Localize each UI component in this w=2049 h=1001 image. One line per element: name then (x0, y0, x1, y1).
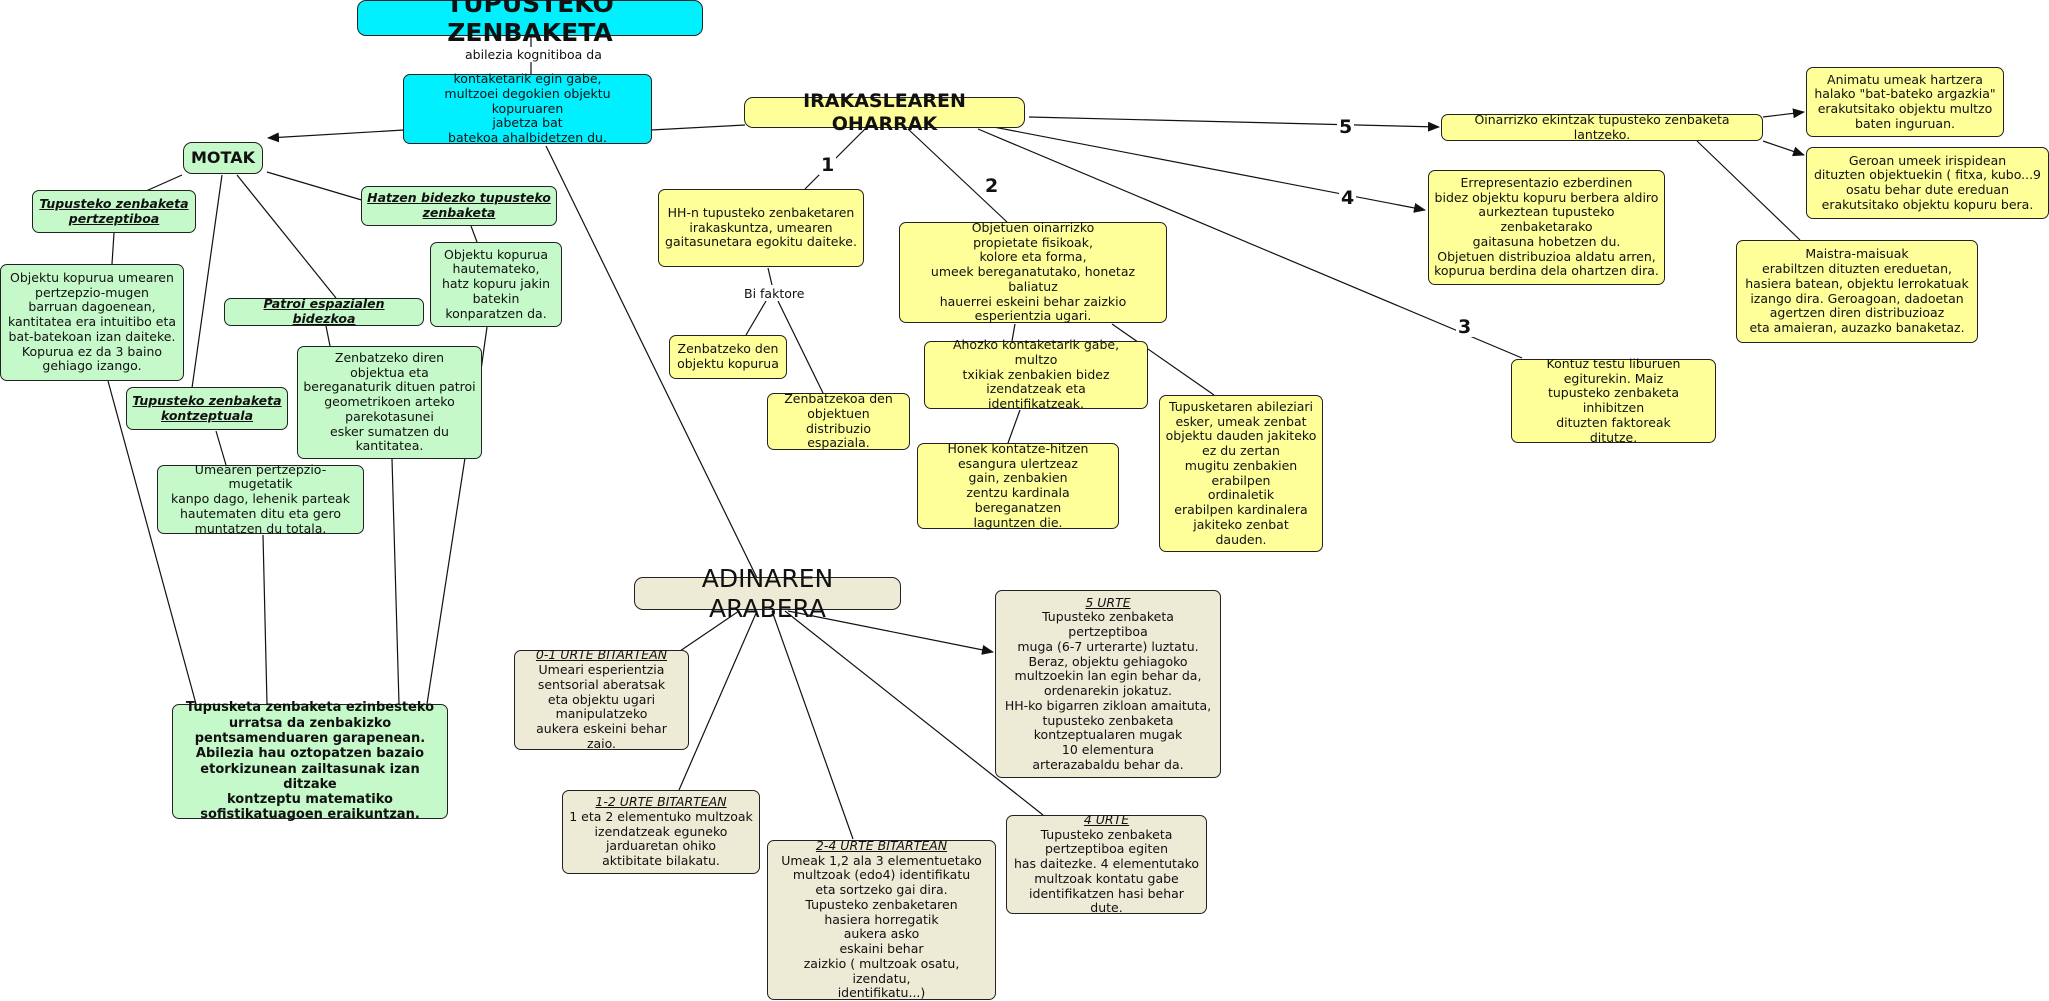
definition-node[interactable]: kontaketarik egin gabe, multzoei degokie… (403, 71, 652, 145)
kopurua-node[interactable]: Zenbatzeko den objektu kopurua (669, 335, 787, 379)
type-hatzen[interactable]: Hatzen bidezko tupusteko zenbaketa (361, 186, 557, 226)
irakaslearen-oharrak[interactable]: IRAKASLEAREN OHARRAK (744, 90, 1025, 135)
type-kontzeptuala[interactable]: Tupusteko zenbaketa kontzeptuala (126, 387, 288, 430)
branch-number-5: 5 (1337, 116, 1355, 138)
maistra-node[interactable]: Maistra-maisuak erabiltzen dituzten ered… (1736, 240, 1978, 343)
branch-number-1: 1 (819, 154, 837, 176)
ezinbesteko-node[interactable]: Tupusketa zenbaketa ezinbesteko urratsa … (172, 700, 448, 822)
branch-number-2: 2 (983, 175, 1001, 197)
label-abilezia: abilezia kognitiboa da (463, 47, 604, 62)
kontzeptuala-desc[interactable]: Umearen pertzepzio-mugetatik kanpo dago,… (157, 462, 364, 535)
type-pertzeptiboa[interactable]: Tupusteko zenbaketa pertzeptiboa (32, 190, 196, 233)
label-bi-faktore: Bi faktore (742, 286, 807, 301)
hh-node[interactable]: HH-n tupusteko zenbaketaren irakaskuntza… (658, 189, 864, 267)
honek-node[interactable]: Honek kontatze-hitzen esangura ulertzeaz… (917, 441, 1119, 529)
errepresentazio-node[interactable]: Errepresentazio ezberdinen bidez objektu… (1428, 170, 1665, 285)
patroi-desc[interactable]: Zenbatzeko diren objektua eta bereganatu… (297, 346, 482, 459)
pertzeptiboa-desc[interactable]: Objektu kopurua umearen pertzepzio-mugen… (0, 264, 184, 381)
adinaren-arabera[interactable]: ADINAREN ARABERA (634, 564, 901, 623)
type-patroi[interactable]: Patroi espazialen bidezkoa (224, 296, 424, 326)
branch-number-3: 3 (1456, 316, 1474, 338)
hatzen-desc[interactable]: Objektu kopurua hautemateko, hatz kopuru… (430, 242, 562, 327)
branch-number-4: 4 (1339, 187, 1357, 209)
main-title[interactable]: TUPUSTEKO ZENBAKETA (357, 0, 703, 47)
oinarrizko-node[interactable]: Objetuen oinarrizko propietate fisikoak,… (899, 220, 1167, 323)
kontuz-node[interactable]: Kontuz testu liburuen egiturekin. Maiz t… (1511, 356, 1716, 444)
abileziari-node[interactable]: Tupusketaren abileziari esker, umeak zen… (1159, 395, 1323, 552)
ahozko-node[interactable]: Ahozko kontaketarik gabe, multzo txikiak… (924, 337, 1148, 411)
geroan-node[interactable]: Geroan umeek irispidean dituzten objektu… (1806, 147, 2049, 219)
ekintzak-node[interactable]: Oinarrizko ekintzak tupusteko zenbaketa … (1441, 112, 1763, 141)
distribuzio-node[interactable]: Zenbatzekoa den objektuen distribuzio es… (767, 391, 910, 450)
animatu-node[interactable]: Animatu umeak hartzera halako "bat-batek… (1806, 67, 2004, 137)
motak-node[interactable]: MOTAK (183, 142, 263, 174)
